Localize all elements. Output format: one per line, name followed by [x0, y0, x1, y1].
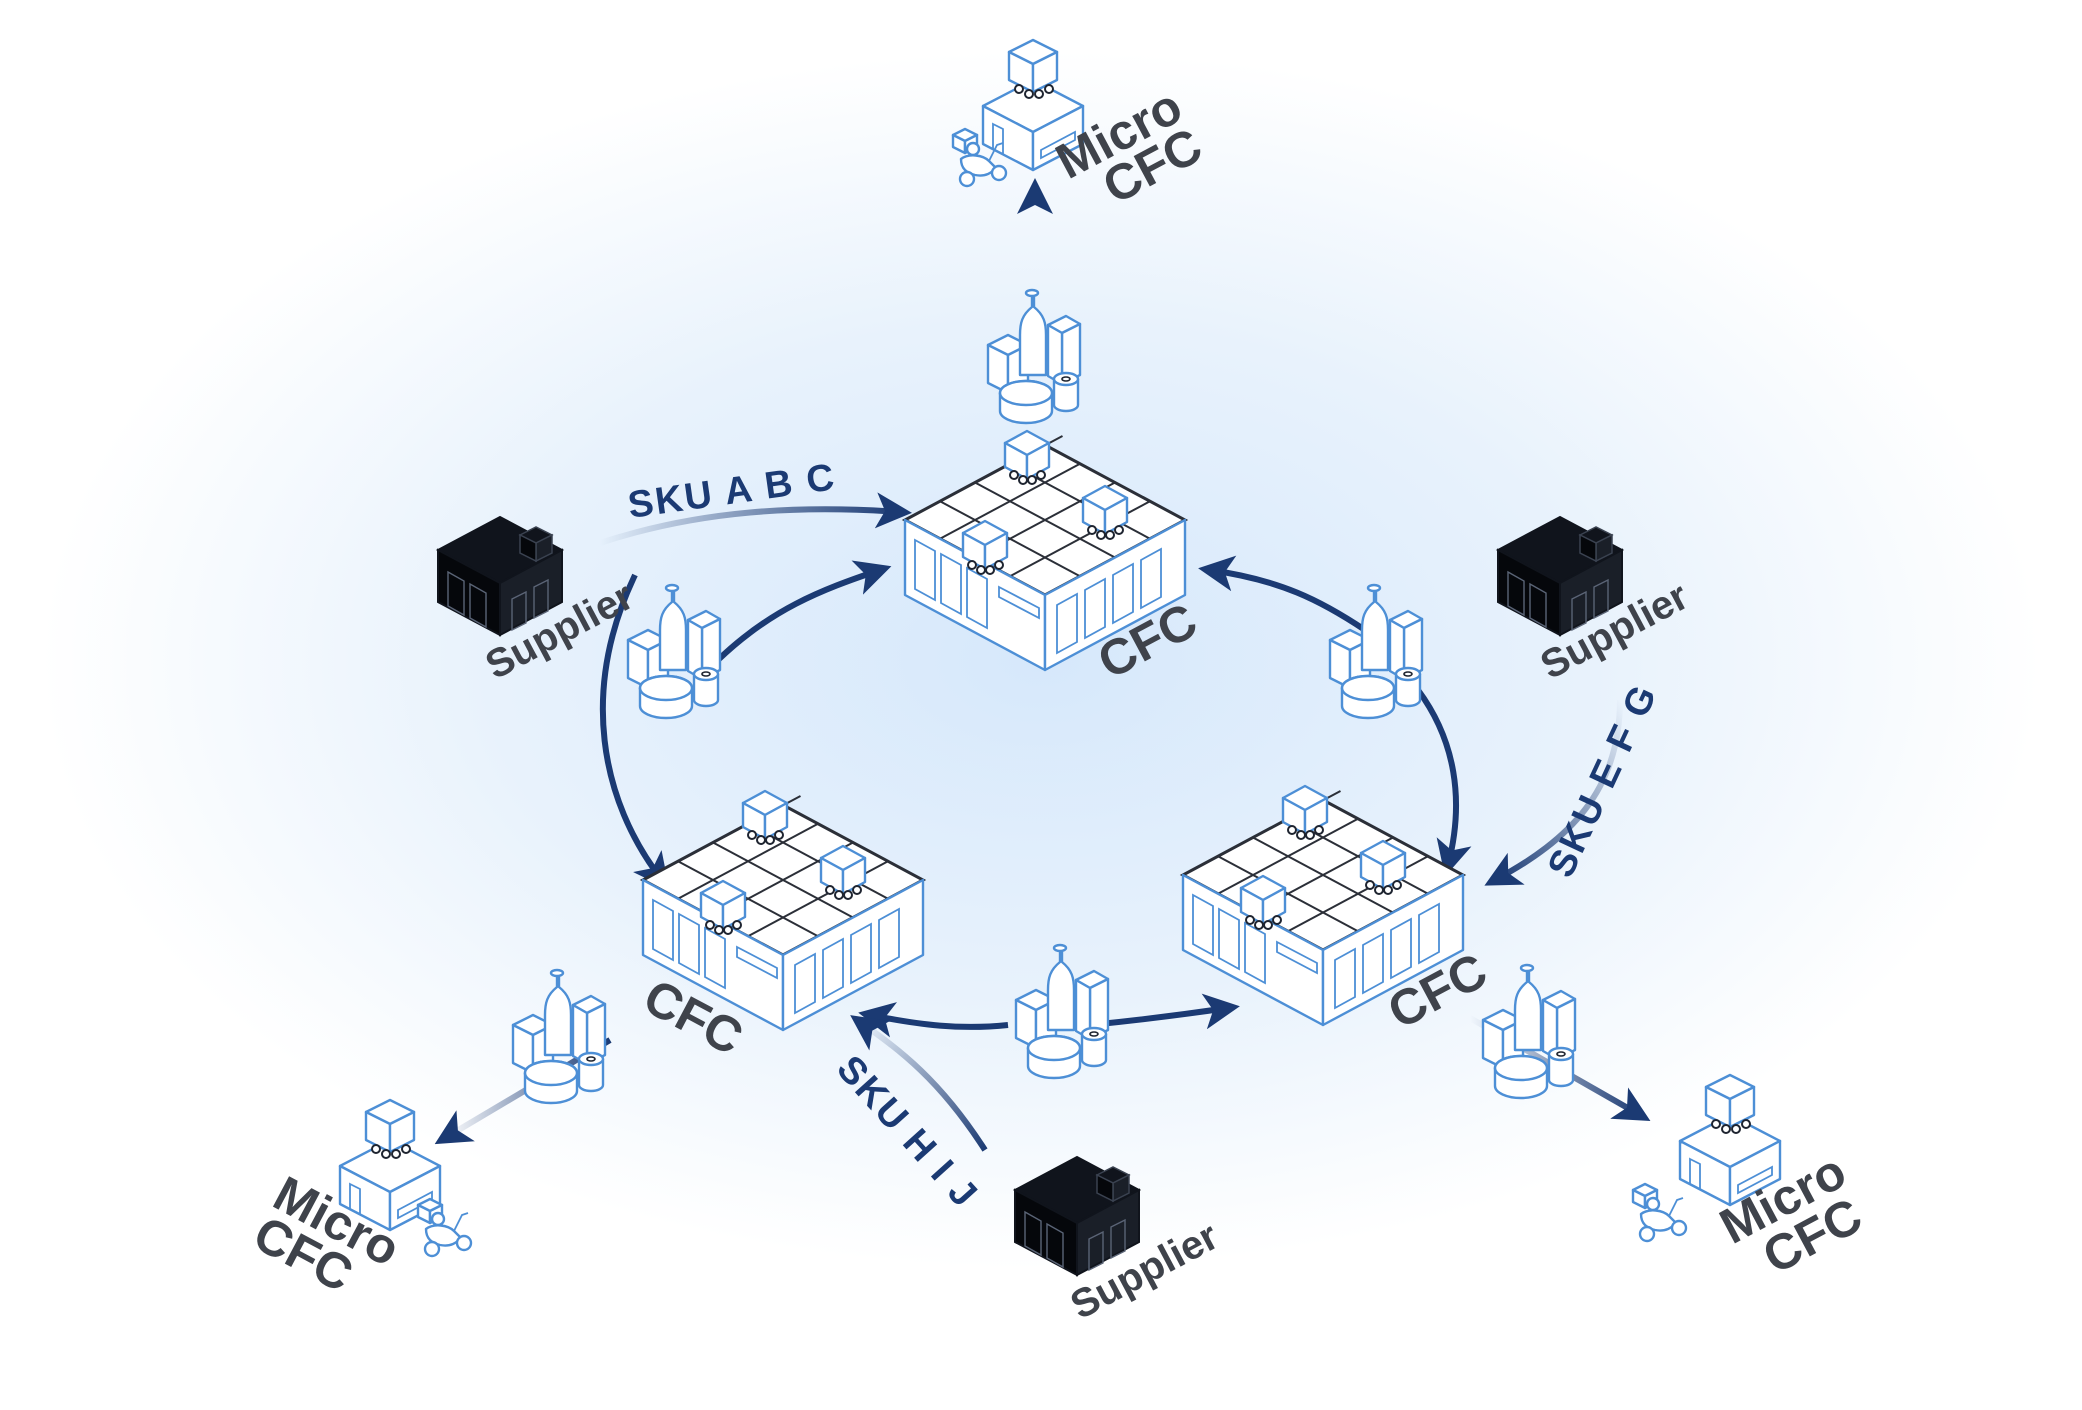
- arrow-top-to-right: [1415, 688, 1472, 877]
- arrow-right-to-top: [1198, 555, 1367, 633]
- arrow-left-to-top: [715, 560, 892, 663]
- arrow-supplier-3: [850, 1015, 988, 1152]
- delivery-scooter-icon: [416, 1197, 473, 1258]
- arrow-supplier-1: [599, 492, 912, 546]
- delivery-scooter-icon: [1631, 1182, 1688, 1243]
- arrow-top-to-left: [599, 573, 670, 890]
- arrow-supplier-2: [1484, 699, 1623, 886]
